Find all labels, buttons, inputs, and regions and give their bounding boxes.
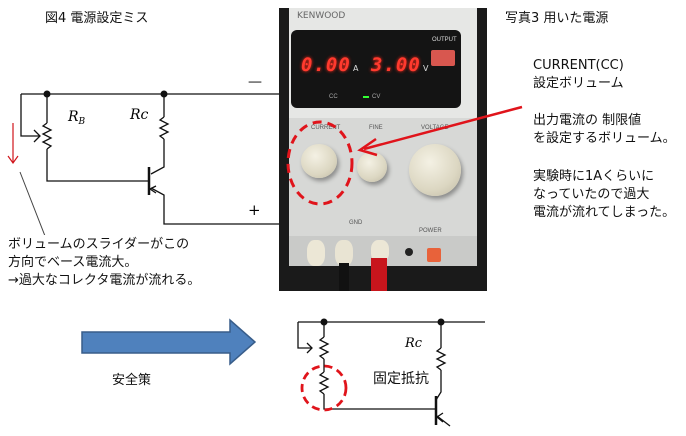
junction-dot — [160, 90, 168, 98]
annotation-line: なっていたので過大 — [533, 187, 650, 202]
slider-direction-arrow — [7, 123, 19, 165]
wiper-arrowhead — [306, 342, 313, 354]
fine-knob[interactable] — [357, 152, 387, 182]
black-lead — [339, 263, 349, 291]
cv-label: CV — [372, 94, 381, 100]
knob-label-voltage: VOLTAGE — [421, 125, 449, 131]
output-button[interactable] — [431, 50, 455, 66]
wiper-feedback-wire — [20, 94, 40, 137]
cc-label: CC — [329, 94, 338, 100]
figure4-circuit: RB Rc — + — [7, 74, 279, 235]
emitter-wire — [150, 187, 279, 225]
current-knob-highlight-circle — [286, 120, 354, 206]
annotation-line: 設定ボリューム — [533, 76, 624, 91]
annotation-line: を設定するボリューム。 — [533, 131, 676, 146]
note-line: 方向でベース電流大。 — [8, 255, 138, 270]
voltage-knob[interactable] — [409, 144, 461, 196]
wiper-feedback-wire — [297, 322, 312, 349]
cv-indicator-led — [363, 96, 369, 98]
safety-label: 安全策 — [112, 373, 152, 388]
safety-circuit: Rc — [297, 318, 485, 427]
highlight-overlay — [286, 120, 354, 206]
resistor-rc — [158, 116, 170, 140]
emitter-wire — [436, 415, 451, 427]
terminal-gnd[interactable] — [335, 240, 353, 266]
current-unit: A — [353, 64, 359, 73]
annotation-description: 出力電流の 制限値 を設定するボリューム。 — [533, 112, 676, 148]
current-reading: 0.00 — [301, 54, 351, 76]
output-label: OUTPUT — [432, 37, 457, 43]
annotation-line: 電流が流れてしまった。 — [533, 205, 676, 220]
display-window: 0.00 A 3.00 V OUTPUT CC CV — [291, 30, 461, 108]
note-line: →過大なコレクタ電流が流れる。 — [8, 273, 201, 288]
fixed-resistor-highlight-circle — [300, 364, 348, 412]
junction-dot — [437, 318, 445, 326]
pointer-arrow — [357, 105, 523, 157]
annotation-line: 出力電流の 制限値 — [533, 113, 642, 128]
figure4-note: ボリュームのスライダーがこの 方向でベース電流大。 →過大なコレクタ電流が流れる… — [8, 236, 200, 290]
base-wire — [323, 394, 436, 410]
power-label: POWER — [419, 228, 442, 234]
power-switch[interactable] — [427, 248, 441, 262]
collector-wire — [435, 370, 442, 401]
power-supply-photo: KENWOOD 0.00 A 3.00 V OUTPUT CC CV CURRE… — [279, 8, 487, 291]
gnd-label: GND — [349, 220, 363, 226]
safety-block-arrow — [81, 318, 257, 366]
resistor-rc — [435, 347, 447, 371]
brand-label: KENWOOD — [297, 11, 346, 21]
annotation-line: 実験時に1Aくらいに — [533, 169, 655, 184]
minus-sign: — — [248, 74, 262, 90]
variable-resistor — [318, 336, 330, 360]
figure4-title: 図4 電源設定ミス — [45, 11, 149, 26]
variable-resistor-rb — [41, 122, 53, 150]
callout-line — [19, 171, 46, 235]
note-line: ボリュームのスライダーがこの — [8, 237, 190, 252]
terminal-white[interactable] — [307, 240, 325, 266]
junction-dot — [43, 90, 51, 98]
fixed-resistor — [318, 371, 330, 395]
rc-label: Rc — [404, 336, 423, 351]
wiper-arrowhead — [33, 129, 41, 143]
emitter-arrow — [435, 412, 444, 423]
current-knob[interactable] — [301, 144, 337, 178]
fixed-resistor-label: 固定抵抗 — [373, 371, 429, 387]
rc-label: Rc — [129, 107, 149, 123]
annotation-incident: 実験時に1Aくらいに なっていたので過大 電流が流れてしまった。 — [533, 168, 675, 222]
red-lead — [371, 258, 387, 291]
knob-label-fine: FINE — [369, 125, 383, 131]
annotation-heading: CURRENT(CC) 設定ボリューム — [533, 57, 624, 93]
voltage-reading: 3.00 — [371, 54, 421, 76]
terminal-plus[interactable] — [371, 240, 389, 262]
collector-wire — [150, 139, 165, 175]
sense-jack — [405, 248, 413, 256]
plus-sign: + — [248, 201, 261, 219]
rb-label: RB — [67, 109, 86, 127]
annotation-line: CURRENT(CC) — [533, 58, 624, 73]
emitter-arrow — [148, 185, 157, 194]
junction-dot — [320, 318, 328, 326]
voltage-unit: V — [423, 64, 429, 73]
base-wire — [46, 149, 148, 182]
photo3-title: 写真3 用いた電源 — [505, 11, 609, 26]
knob-label-current: CURRENT — [311, 125, 341, 131]
